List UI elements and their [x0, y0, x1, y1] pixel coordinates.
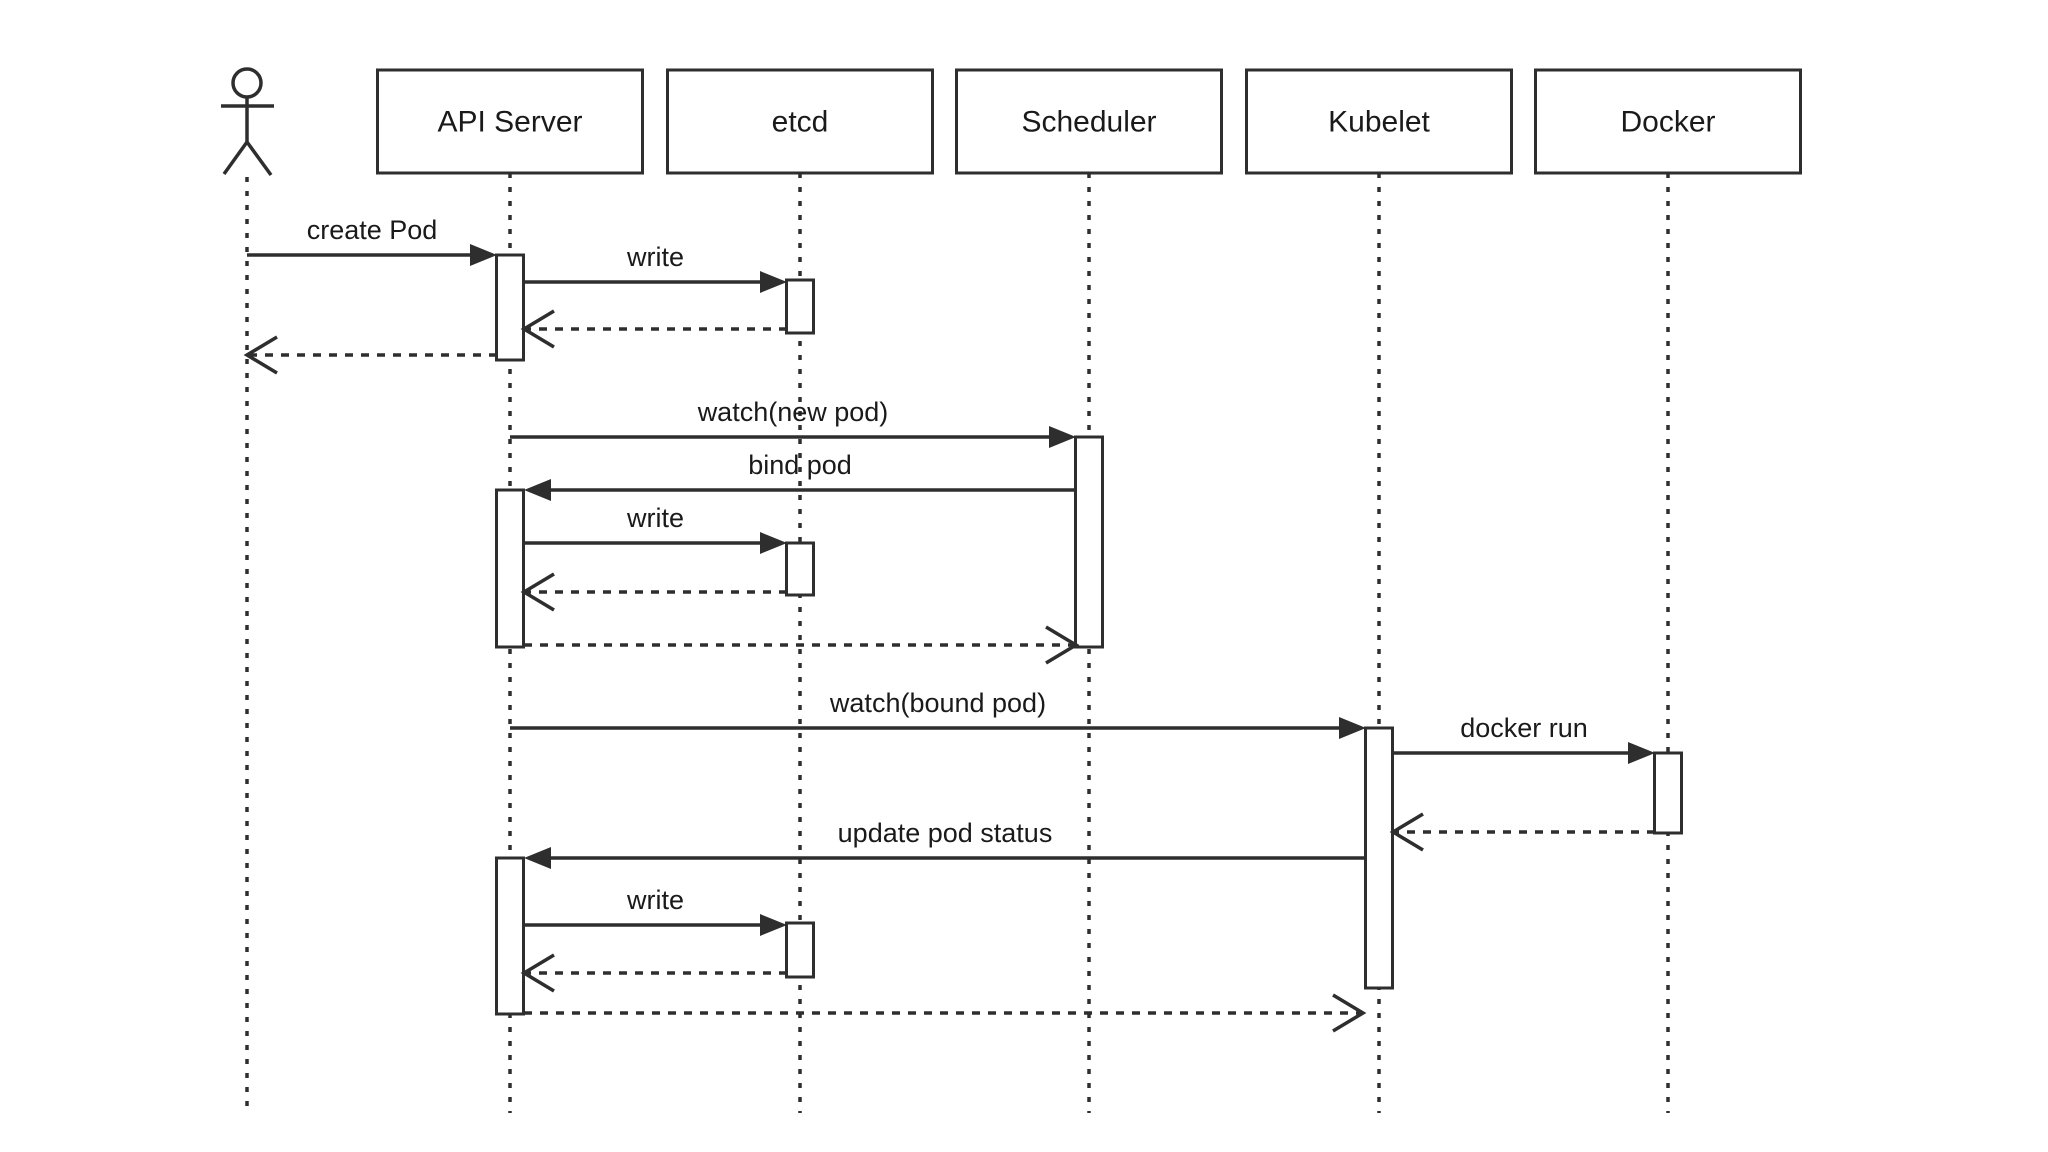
- message-label-12: update pod status: [838, 818, 1053, 848]
- participant-label-api: API Server: [437, 106, 582, 139]
- message-arrowhead-filled-icon: [760, 914, 787, 936]
- participant-box-api: [376, 68, 644, 175]
- activation-bar-etcd-8: [785, 921, 815, 979]
- activation-bar-api-3: [495, 488, 525, 649]
- message-label-13: write: [626, 885, 684, 915]
- activation-bar-etcd-1: [785, 278, 815, 335]
- message-label-5: bind pod: [748, 450, 852, 480]
- message-arrowhead-open-icon: [243, 335, 278, 375]
- message-arrowhead-open-icon: [520, 953, 555, 993]
- message-arrowhead-filled-icon: [760, 532, 787, 554]
- message-label-9: watch(bound pod): [829, 688, 1046, 718]
- participant-label-kubelet: Kubelet: [1328, 106, 1430, 139]
- participant-box-docker: [1534, 68, 1802, 175]
- activation-bar-api-7: [495, 856, 525, 1016]
- message-label-1: write: [626, 242, 684, 272]
- message-arrowhead-filled-icon: [760, 271, 787, 293]
- actor-left-leg-icon: [222, 140, 249, 176]
- actor-right-leg-icon: [245, 140, 273, 177]
- activation-bar-docker-6: [1653, 751, 1683, 835]
- participant-label-etcd: etcd: [772, 106, 829, 139]
- message-arrowhead-open-icon: [1045, 625, 1080, 665]
- participant-box-etcd: [666, 68, 934, 175]
- activation-bar-kubelet-5: [1364, 726, 1394, 990]
- activation-bar-api-0: [495, 253, 525, 362]
- message-arrowhead-open-icon: [520, 309, 555, 349]
- message-label-4: watch(new pod): [697, 397, 889, 427]
- message-arrowhead-filled-icon: [1339, 717, 1366, 739]
- activation-bar-scheduler-2: [1074, 435, 1104, 649]
- actor-head-icon: [231, 67, 263, 99]
- activation-bar-etcd-4: [785, 541, 815, 597]
- message-label-10: docker run: [1460, 713, 1588, 743]
- message-arrowhead-open-icon: [1332, 993, 1367, 1033]
- message-arrowhead-open-icon: [520, 572, 555, 612]
- message-arrowhead-filled-icon: [1049, 426, 1076, 448]
- participant-label-scheduler: Scheduler: [1021, 106, 1156, 139]
- message-arrowhead-filled-icon: [470, 244, 497, 266]
- message-arrowhead-filled-icon: [1628, 742, 1655, 764]
- message-label-0: create Pod: [307, 215, 438, 245]
- message-label-6: write: [626, 503, 684, 533]
- message-arrowhead-filled-icon: [524, 847, 551, 869]
- participant-label-docker: Docker: [1620, 106, 1715, 139]
- message-arrowhead-open-icon: [1389, 812, 1424, 852]
- participant-box-scheduler: [955, 68, 1223, 175]
- message-arrowhead-filled-icon: [524, 479, 551, 501]
- participant-box-kubelet: [1245, 68, 1513, 175]
